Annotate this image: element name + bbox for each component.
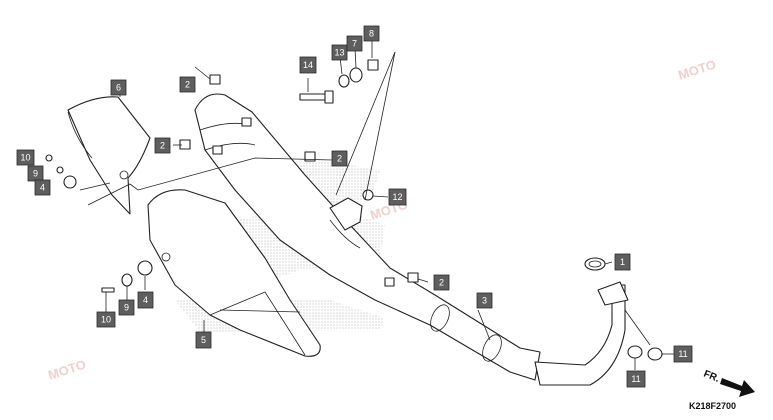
mounting-hardware-top[interactable] bbox=[299, 59, 379, 104]
svg-text:MOTO: MOTO bbox=[676, 57, 718, 83]
callout-9-left-top[interactable]: 9 bbox=[27, 165, 44, 182]
callout-3[interactable]: 3 bbox=[476, 292, 493, 309]
svg-text:13: 13 bbox=[334, 48, 344, 58]
callout-4-left-bottom[interactable]: 4 bbox=[137, 291, 154, 309]
callout-5[interactable]: 5 bbox=[195, 331, 212, 349]
mounting-hardware-left[interactable] bbox=[45, 154, 153, 293]
svg-text:11: 11 bbox=[678, 349, 687, 359]
svg-text:9: 9 bbox=[33, 169, 38, 179]
callout-6[interactable]: 6 bbox=[110, 79, 127, 96]
arrow-right-icon bbox=[720, 378, 755, 397]
svg-text:2: 2 bbox=[337, 154, 342, 164]
callout-13[interactable]: 13 bbox=[331, 44, 348, 61]
callout-14[interactable]: 14 bbox=[299, 56, 317, 74]
callout-1[interactable]: 1 bbox=[614, 253, 631, 271]
svg-text:4: 4 bbox=[143, 295, 148, 305]
callout-2-top[interactable]: 2 bbox=[179, 76, 196, 93]
leader-lines bbox=[79, 40, 674, 370]
flange-nuts-11[interactable] bbox=[627, 345, 663, 361]
front-direction-indicator: FR. bbox=[702, 369, 755, 397]
callout-2-mid-right[interactable]: 2 bbox=[331, 150, 348, 167]
callout-11-bottom[interactable]: 11 bbox=[626, 370, 646, 388]
svg-text:3: 3 bbox=[482, 296, 487, 306]
callout-8[interactable]: 8 bbox=[363, 25, 380, 42]
svg-text:10: 10 bbox=[101, 315, 111, 325]
svg-text:10: 10 bbox=[20, 153, 30, 163]
svg-text:2: 2 bbox=[160, 141, 165, 151]
callout-9-left-bottom[interactable]: 9 bbox=[118, 299, 135, 316]
svg-text:1: 1 bbox=[620, 257, 625, 267]
callout-4-left-top[interactable]: 4 bbox=[34, 179, 51, 196]
callout-10-left-top[interactable]: 10 bbox=[16, 149, 35, 166]
svg-text:6: 6 bbox=[116, 83, 121, 93]
svg-text:MOTO: MOTO bbox=[46, 357, 88, 383]
svg-text:4: 4 bbox=[40, 183, 45, 193]
callout-10-left-bottom[interactable]: 10 bbox=[96, 311, 116, 328]
svg-text:FR.: FR. bbox=[702, 369, 721, 385]
gasket-1[interactable] bbox=[584, 257, 606, 271]
callout-11-right[interactable]: 11 bbox=[673, 345, 693, 363]
svg-text:12: 12 bbox=[392, 192, 402, 202]
heat-guard-6[interactable] bbox=[67, 96, 151, 215]
callout-2-mid-left[interactable]: 2 bbox=[154, 137, 171, 154]
clips-2[interactable] bbox=[179, 74, 419, 287]
diagram-code: K218F2700 bbox=[689, 401, 736, 411]
exhaust-pipe[interactable] bbox=[534, 281, 651, 386]
heat-shield-5[interactable] bbox=[147, 189, 321, 357]
svg-text:11: 11 bbox=[631, 374, 640, 384]
svg-text:14: 14 bbox=[303, 60, 313, 70]
svg-text:5: 5 bbox=[201, 335, 206, 345]
callout-12[interactable]: 12 bbox=[388, 188, 407, 206]
svg-text:8: 8 bbox=[369, 29, 374, 39]
svg-text:7: 7 bbox=[352, 39, 357, 49]
callout-7[interactable]: 7 bbox=[346, 35, 363, 52]
svg-text:2: 2 bbox=[185, 80, 190, 90]
svg-text:9: 9 bbox=[124, 303, 129, 313]
svg-text:2: 2 bbox=[439, 278, 444, 288]
callout-2-lower[interactable]: 2 bbox=[433, 274, 450, 291]
